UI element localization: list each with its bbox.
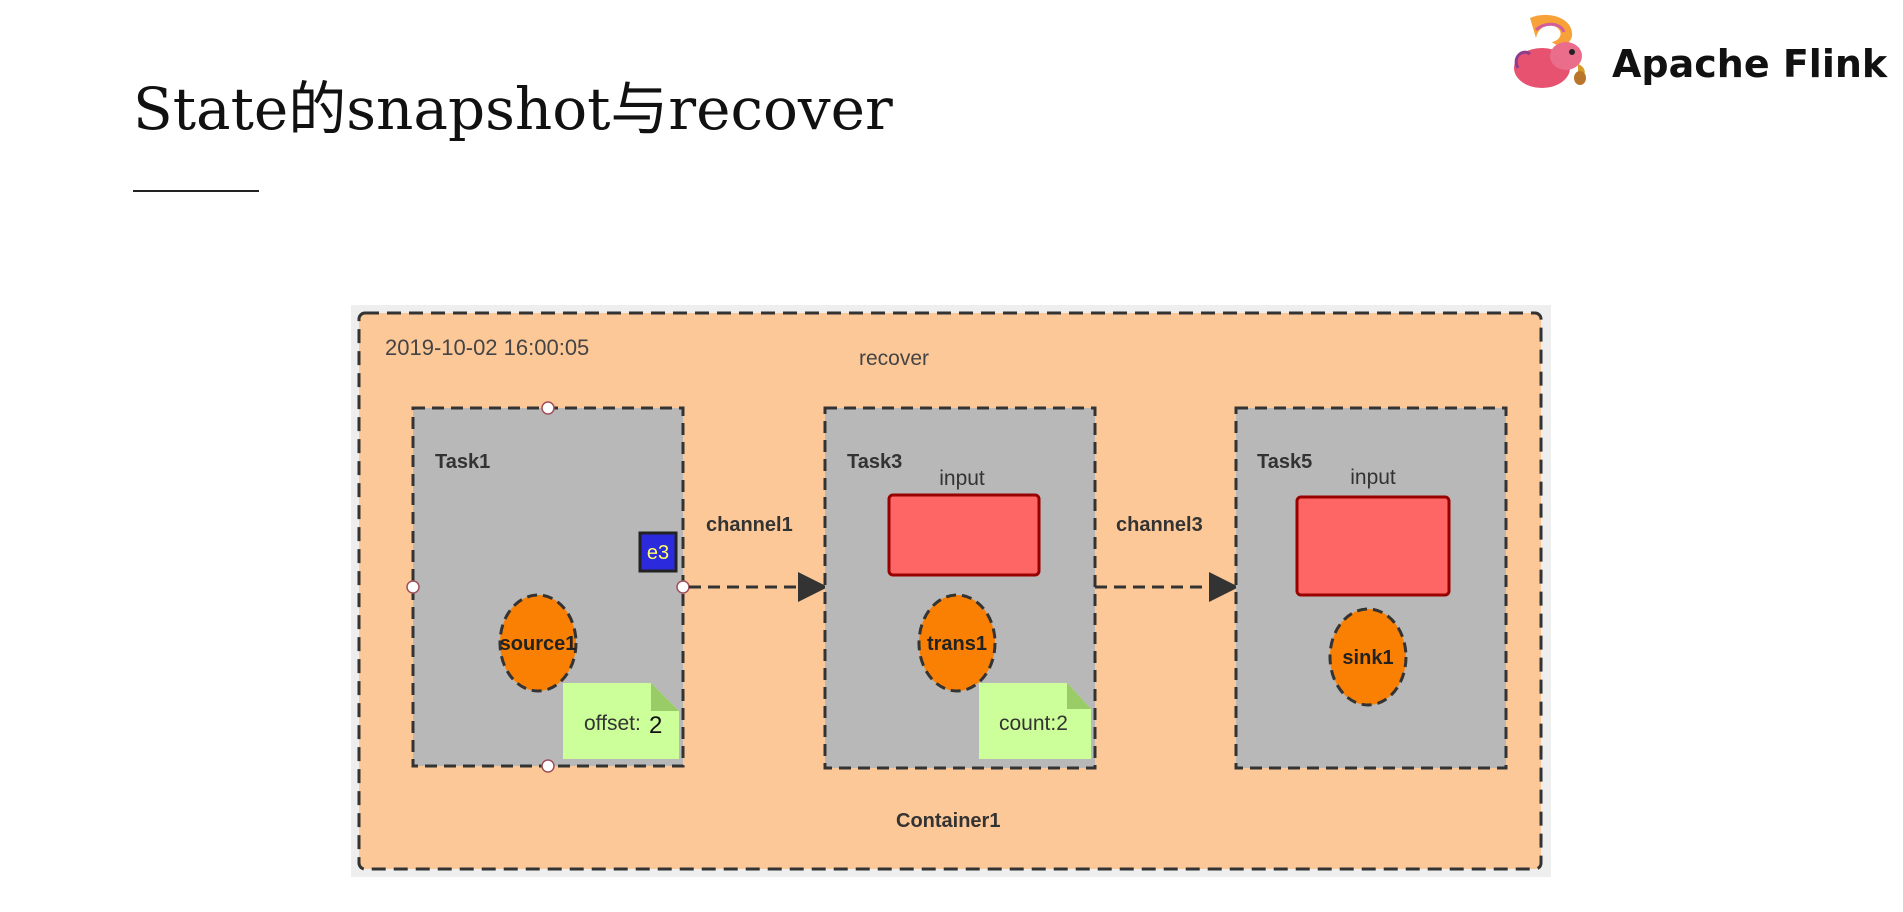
trans1-label: trans1 [927, 633, 987, 655]
source1-label: source1 [500, 633, 577, 655]
task-5[interactable]: Task5 input sink1 [1234, 406, 1508, 770]
sink1-label: sink1 [1342, 647, 1393, 669]
task-1-label: Task1 [435, 451, 490, 473]
brand: Apache Flink [1508, 12, 1887, 92]
selection-handle-top[interactable] [541, 401, 555, 415]
selection-handle-left[interactable] [406, 580, 420, 594]
channel-1-label: channel1 [706, 514, 793, 536]
task-5-input-label: input [1350, 466, 1396, 489]
offset-state-note[interactable] [563, 683, 679, 759]
mode-label: recover [859, 347, 929, 370]
task-3-label: Task3 [847, 451, 902, 473]
title-underline [133, 190, 259, 192]
selection-handle-right[interactable] [676, 580, 690, 594]
offset-state-value: 2 [649, 712, 662, 739]
e3-marker[interactable] [638, 531, 678, 573]
selection-handle-bottom[interactable] [541, 759, 555, 773]
task-1[interactable]: Task1 source1 e3 offset: 2 [406, 401, 690, 773]
timestamp-label: 2019-10-02 16:00:05 [385, 335, 589, 360]
task-3[interactable]: Task3 input trans1 count:2 [823, 406, 1097, 770]
sink1-operator[interactable] [1328, 607, 1408, 707]
offset-state-label: offset: [584, 712, 641, 735]
trans1-operator[interactable] [917, 593, 997, 693]
task-5-input-buffer[interactable] [1295, 495, 1451, 597]
container-label: Container1 [896, 810, 1000, 832]
dataflow-diagram: 2019-10-02 16:00:05 recover Container1 T… [351, 305, 1551, 877]
count-note-fold [1067, 683, 1091, 709]
source1-operator[interactable] [498, 593, 578, 693]
task-3-input-label: input [939, 467, 985, 490]
diagram-canvas: 2019-10-02 16:00:05 recover Container1 T… [351, 305, 1551, 877]
task-3-input-buffer[interactable] [887, 493, 1041, 577]
offset-note-fold [651, 683, 679, 711]
count-state-note[interactable] [979, 683, 1091, 759]
e3-marker-label: e3 [647, 542, 669, 564]
slide-title: State的snapshot与recover [133, 75, 893, 143]
brand-name: Apache Flink [1612, 42, 1888, 86]
task-5-label: Task5 [1257, 451, 1312, 473]
channel-3-label: channel3 [1116, 514, 1203, 536]
count-state-label: count:2 [999, 712, 1068, 735]
flink-squirrel-logo [1514, 14, 1586, 88]
